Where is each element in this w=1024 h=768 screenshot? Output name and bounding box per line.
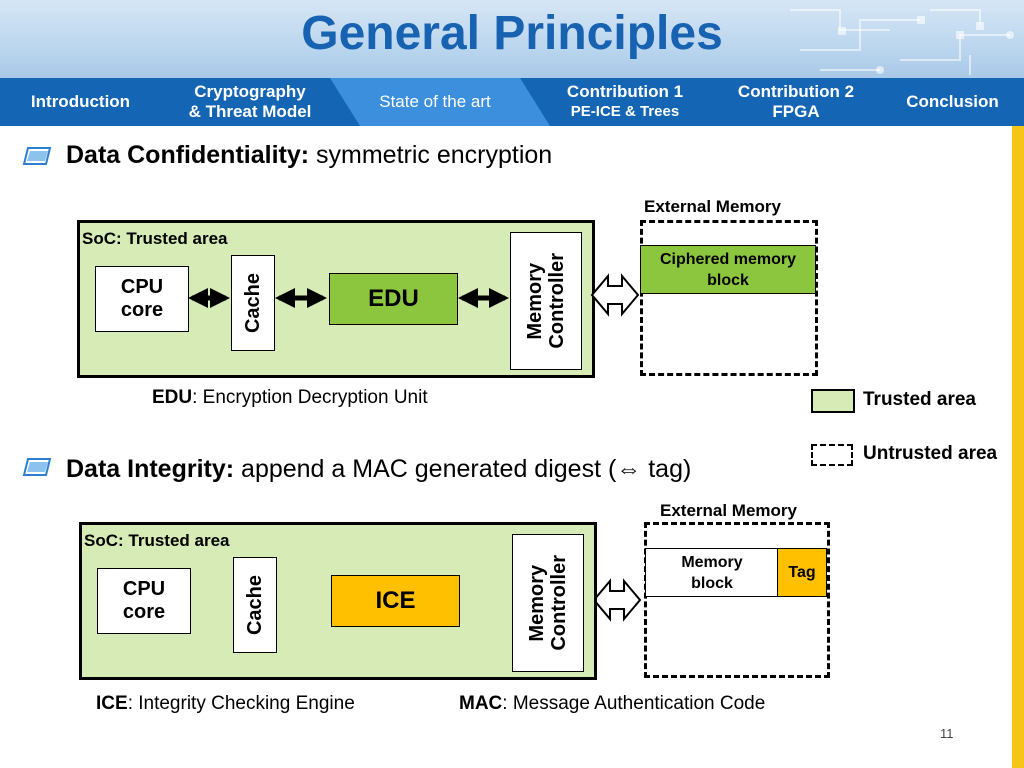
confidentiality-heading-bold: Data Confidentiality: (66, 141, 310, 169)
confidentiality-heading-text: symmetric encryption (309, 141, 553, 169)
nav-tab-state-of-the-art[interactable]: State of the art (379, 92, 491, 111)
integrity-heading-text: append a MAC generated digest (⇔ tag) (234, 455, 692, 483)
integrity-heading-bold: Data Integrity: (66, 455, 235, 483)
legend-trusted-swatch (811, 389, 855, 413)
nav-tab-cryptography[interactable]: Cryptography& Threat Model (188, 82, 312, 121)
cache-box-1: Cache (231, 255, 275, 351)
external-memory-2 (644, 522, 830, 678)
tag-block: Tag (777, 548, 827, 597)
confidentiality-heading: Data Confidentiality: symmetric encrypti… (66, 141, 552, 170)
ice-definition: ICE: Integrity Checking Engine (96, 693, 355, 714)
title-band (0, 0, 1024, 78)
external-memory-label-1: External Memory (644, 197, 781, 216)
legend-untrusted-label: Untrusted area (863, 443, 998, 464)
bus-arrow-2 (592, 578, 642, 622)
edu-box: EDU (329, 273, 458, 325)
mac-definition: MAC: Message Authentication Code (459, 693, 766, 714)
bus-arrow-1 (590, 273, 640, 317)
nav-tab-introduction[interactable]: Introduction (30, 92, 131, 111)
external-memory-label-2: External Memory (660, 501, 797, 520)
side-stripe (1012, 126, 1024, 768)
external-memory-1 (640, 220, 818, 376)
legend-trusted-label: Trusted area (863, 389, 976, 410)
circuit-decoration (790, 9, 1014, 75)
page-number: 11 (940, 726, 954, 741)
edu-definition: EDU: Encryption Decryption Unit (152, 387, 428, 408)
soc-label-1: SoC: Trusted area (82, 229, 228, 248)
bullet-icon (22, 458, 52, 476)
integrity-heading: Data Integrity: append a MAC generated d… (66, 455, 691, 484)
legend-untrusted-swatch (811, 444, 853, 466)
ice-box: ICE (331, 575, 460, 627)
nav-active-highlight (330, 78, 550, 126)
cache-box-2: Cache (233, 557, 277, 653)
nav-tab-conclusion[interactable]: Conclusion (906, 92, 999, 111)
bullet-icon (22, 147, 52, 165)
page-title: General Principles (301, 7, 723, 60)
soc-label-2: SoC: Trusted area (84, 531, 230, 550)
